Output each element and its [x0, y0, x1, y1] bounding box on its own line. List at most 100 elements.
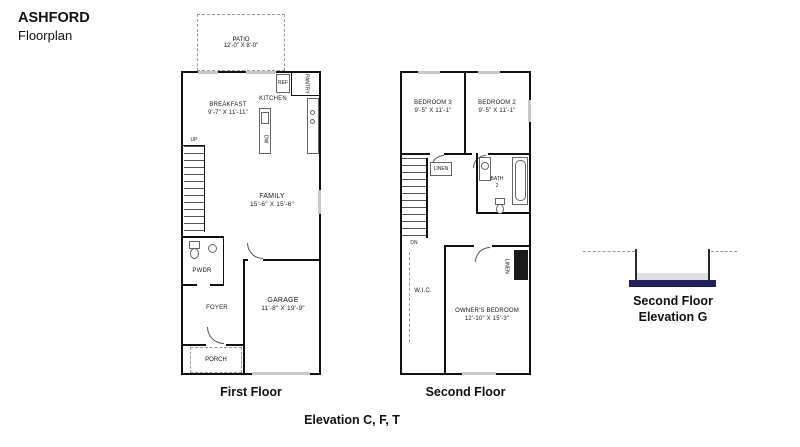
cooktop-burner-icon — [310, 119, 315, 124]
elevation-caption-line2: Elevation G — [638, 310, 708, 325]
sink-icon — [481, 162, 489, 170]
wall — [183, 344, 206, 346]
window — [418, 71, 440, 74]
room-label-bedroom3-group: BEDROOM 3 9'-5" X 11'-1" — [404, 100, 462, 116]
elevation-floor-bar — [629, 280, 716, 287]
second-floor-caption: Second Floor — [425, 385, 506, 399]
room-label-breakfast-group: BREAKFAST 9'-7" X 11'-11" — [196, 102, 260, 118]
wall — [492, 245, 531, 247]
refrigerator-icon — [276, 74, 290, 93]
stairs-up-label: UP — [190, 137, 198, 143]
room-label-patio: PATIO — [232, 36, 250, 43]
room-label-foyer: FOYER — [206, 305, 228, 311]
window — [528, 100, 531, 122]
door-arc — [473, 155, 486, 168]
wall — [263, 259, 321, 261]
room-label-garage-group: GARAGE 11'-8" X 19'-9" — [249, 296, 317, 314]
plan-title: ASHFORD — [18, 10, 90, 26]
elevation-dash-line — [583, 251, 635, 252]
garage-door-opening — [252, 372, 310, 375]
room-dims-owners: 12'-10" X 15'-3" — [464, 315, 510, 322]
room-label-bedroom2: BEDROOM 2 — [478, 100, 516, 106]
wall — [243, 259, 245, 374]
wall — [476, 212, 531, 214]
wall — [444, 153, 472, 155]
room-label-bedroom2-group: BEDROOM 2 9'-5" X 11'-1" — [468, 100, 526, 116]
wall — [464, 71, 466, 154]
wall — [183, 145, 205, 147]
room-dims-bedroom2: 9'-5" X 11'-1" — [478, 107, 516, 114]
room-label-bath-number: 2 — [495, 182, 499, 189]
stairs-first-floor — [183, 146, 204, 232]
room-label-bedroom3: BEDROOM 3 — [414, 100, 452, 106]
wall — [243, 259, 248, 261]
room-label-kitchen: KITCHEN — [259, 96, 287, 102]
plan-subtitle: Floorplan — [18, 28, 73, 43]
linen-lower-label: LINEN — [503, 258, 510, 274]
elevation-post — [635, 249, 637, 281]
wall — [444, 245, 474, 247]
room-label-bath2-group: BATH 2 — [484, 176, 510, 189]
room-dims-breakfast: 9'-7" X 11'-11" — [207, 109, 248, 116]
room-label-pwdr: PWDR — [192, 268, 212, 274]
first-floor-caption: First Floor — [220, 385, 282, 399]
room-label-owners-group: OWNER'S BEDROOM 12'-10" X 15'-3" — [455, 308, 519, 324]
toilet-icon — [496, 204, 504, 214]
room-dims-family: 15'-6" X 15'-6" — [249, 201, 295, 209]
linen-upper-label: LINEN — [433, 166, 449, 172]
room-dims-bedroom3: 9'-5" X 11'-1" — [414, 107, 452, 114]
wall — [222, 236, 225, 286]
kitchen-counter — [307, 98, 319, 154]
bathtub-icon — [514, 160, 526, 201]
elevation-shade-band — [637, 273, 708, 280]
room-label-family: FAMILY — [259, 193, 285, 200]
window — [478, 71, 500, 74]
patio-area: PATIO 12'-0" X 8'-0" — [197, 14, 285, 71]
wall — [183, 236, 224, 238]
room-dims-garage: 11'-8" X 19'-9" — [261, 305, 305, 313]
toilet-icon — [190, 248, 199, 259]
linen-closet-shaded — [514, 250, 528, 280]
wall — [291, 73, 293, 96]
room-label-owners: OWNER'S BEDROOM — [455, 308, 519, 314]
elevation-post — [708, 249, 710, 281]
elevation-caption: Second Floor Elevation G — [598, 293, 748, 326]
porch-area: PORCH — [190, 347, 242, 373]
wall — [488, 153, 530, 155]
patio-door-opening — [246, 71, 276, 74]
room-label-garage: GARAGE — [267, 297, 299, 304]
wall — [226, 344, 243, 346]
wall — [183, 284, 197, 286]
cooktop-burner-icon — [310, 110, 315, 115]
sheet-footer-caption: Elevation C, F, T — [304, 413, 400, 427]
wall — [291, 95, 319, 97]
door-arc — [431, 155, 444, 168]
room-label-family-group: FAMILY 15'-6" X 15'-6" — [238, 192, 306, 210]
wall — [402, 153, 430, 155]
window — [462, 372, 496, 375]
ref-label: REF — [278, 80, 288, 86]
window — [198, 71, 218, 74]
linen-closet — [430, 162, 452, 176]
elevation-caption-line1: Second Floor — [633, 294, 713, 308]
sink-icon — [261, 112, 269, 124]
window — [318, 190, 321, 214]
room-dims-patio: 12'-0" X 8'-0" — [223, 42, 259, 49]
room-label-breakfast: BREAKFAST — [209, 102, 247, 108]
wall — [426, 158, 428, 238]
wall — [476, 153, 478, 213]
elevation-dash-line — [711, 251, 737, 252]
room-label-wic: W.I.C. — [414, 288, 432, 294]
sink-icon — [208, 244, 217, 253]
room-label-porch: PORCH — [205, 357, 227, 363]
closet-rod-line — [409, 252, 410, 342]
room-label-bath: BATH — [490, 176, 504, 182]
room-label-pantry: PANTRY — [303, 74, 310, 94]
wall — [210, 284, 224, 286]
wall — [444, 245, 446, 375]
wall — [203, 146, 206, 232]
door-arc — [475, 247, 490, 262]
stairs-dn-label: DN — [402, 240, 426, 247]
dishwasher-label: DW — [262, 134, 269, 144]
